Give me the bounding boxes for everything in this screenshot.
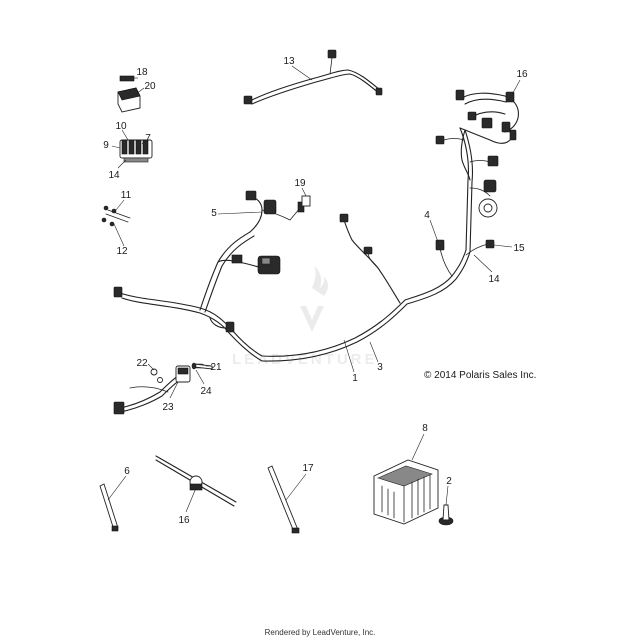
callout-6[interactable]: 6 bbox=[124, 466, 130, 477]
long-tie-strap[interactable] bbox=[267, 465, 300, 534]
leader-lines bbox=[107, 65, 521, 513]
callout-10[interactable]: 10 bbox=[115, 121, 127, 132]
leadventure-watermark: LEADVENTURE bbox=[232, 351, 378, 368]
callouts: 18 20 10 7 9 14 11 12 13 16 5 19 4 15 14… bbox=[103, 56, 528, 526]
flame-v-logo-icon bbox=[300, 266, 328, 332]
sub-harness[interactable] bbox=[113, 363, 205, 415]
harness-connectors bbox=[113, 190, 495, 333]
callout-16-strap[interactable]: 16 bbox=[178, 515, 190, 526]
copyright-notice: © 2014 Polaris Sales Inc. bbox=[424, 370, 537, 381]
callout-22[interactable]: 21 bbox=[210, 362, 222, 373]
relay-module[interactable] bbox=[257, 255, 281, 275]
rear-harness[interactable] bbox=[435, 89, 519, 218]
callout-3[interactable]: 3 bbox=[377, 362, 383, 373]
tie-strap[interactable] bbox=[99, 483, 119, 532]
flange-bolt[interactable] bbox=[438, 504, 454, 526]
callout-12[interactable]: 12 bbox=[116, 246, 128, 257]
callout-5[interactable]: 5 bbox=[211, 208, 217, 219]
callout-9[interactable]: 9 bbox=[103, 140, 109, 151]
front-harness[interactable] bbox=[243, 49, 383, 105]
callout-2[interactable]: 2 bbox=[446, 476, 452, 487]
main-harness[interactable] bbox=[119, 127, 489, 362]
callout-8[interactable]: 8 bbox=[422, 423, 428, 434]
callout-4[interactable]: 4 bbox=[424, 210, 430, 221]
clip-bracket[interactable] bbox=[301, 195, 311, 207]
callout-1[interactable]: 1 bbox=[352, 373, 358, 384]
callout-24[interactable]: 24 bbox=[200, 386, 212, 397]
callout-18[interactable]: 18 bbox=[136, 67, 148, 78]
callout-19[interactable]: 19 bbox=[294, 178, 306, 189]
callout-15[interactable]: 15 bbox=[513, 243, 525, 254]
callout-17[interactable]: 17 bbox=[302, 463, 314, 474]
callout-20[interactable]: 20 bbox=[144, 81, 156, 92]
callout-16-rear[interactable]: 16 bbox=[516, 69, 528, 80]
callout-11[interactable]: 11 bbox=[121, 190, 132, 201]
fuse-box-cover[interactable] bbox=[117, 75, 141, 113]
callout-21[interactable]: 23 bbox=[162, 402, 174, 413]
routing-strap[interactable] bbox=[155, 455, 237, 507]
callout-13[interactable]: 13 bbox=[283, 56, 295, 67]
callout-14-fuse[interactable]: 14 bbox=[108, 170, 120, 181]
screw[interactable] bbox=[191, 362, 213, 370]
callout-7[interactable]: 7 bbox=[145, 133, 151, 144]
footer-credit: Rendered by LeadVenture, Inc. bbox=[264, 628, 376, 637]
callout-14-main[interactable]: 14 bbox=[488, 274, 500, 285]
fastener-hardware[interactable] bbox=[101, 205, 131, 227]
voltage-regulator[interactable] bbox=[373, 459, 439, 525]
fuse-block[interactable] bbox=[119, 139, 153, 163]
callout-23[interactable]: 22 bbox=[136, 358, 148, 369]
